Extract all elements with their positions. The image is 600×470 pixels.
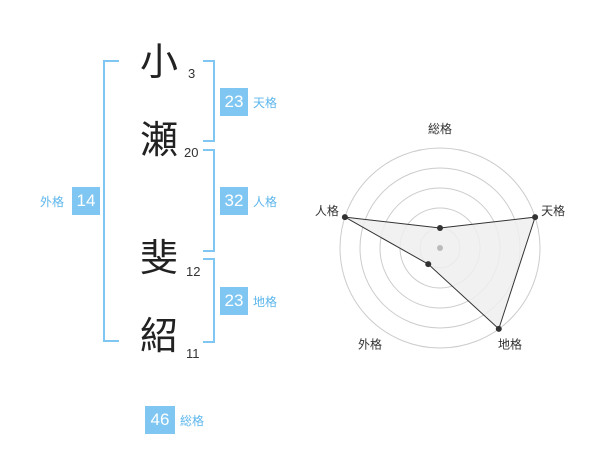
chikaku-value: 23: [220, 287, 248, 315]
radar-value-polygon: [344, 216, 536, 330]
radar-point-2: [495, 325, 502, 332]
stroke-count-2: 20: [184, 145, 199, 160]
jinkaku-bracket: [203, 149, 215, 252]
radar-point-0: [437, 225, 443, 231]
tenkaku-label: 天格: [253, 96, 278, 110]
stroke-count-3: 12: [186, 264, 201, 279]
stroke-count-4: 11: [186, 346, 200, 361]
soukaku-value: 46: [145, 406, 175, 434]
soukaku-label: 総格: [180, 414, 205, 428]
stroke-count-1: 3: [188, 66, 196, 81]
radar-point-3: [425, 261, 432, 268]
name-char-3: 斐: [140, 236, 179, 280]
tenkaku-value: 23: [220, 88, 248, 116]
radar-center-dot: [437, 245, 443, 251]
radar-axis-label-3: 外格: [358, 336, 382, 351]
radar-axis-label-2: 地格: [498, 336, 522, 351]
radar-point-1: [532, 214, 539, 221]
chikaku-label: 地格: [253, 295, 278, 309]
name-char-1: 小: [140, 40, 179, 84]
gaikaku-label: 外格: [40, 195, 65, 209]
radar-grid-ring: [339, 147, 541, 349]
radar-point-4: [341, 214, 348, 221]
jinkaku-value: 32: [220, 187, 248, 215]
name-char-4: 紹: [140, 314, 179, 358]
gaikaku-bracket: [103, 60, 119, 342]
radar-axis-label-0: 総格: [428, 121, 452, 136]
gaikaku-value: 14: [72, 187, 100, 215]
chikaku-bracket: [203, 258, 215, 343]
radar-axis-label-4: 人格: [315, 203, 339, 218]
tenkaku-bracket: [203, 60, 215, 142]
name-char-2: 瀬: [140, 118, 179, 162]
jinkaku-label: 人格: [253, 195, 278, 209]
radar-axis-label-1: 天格: [541, 203, 565, 218]
